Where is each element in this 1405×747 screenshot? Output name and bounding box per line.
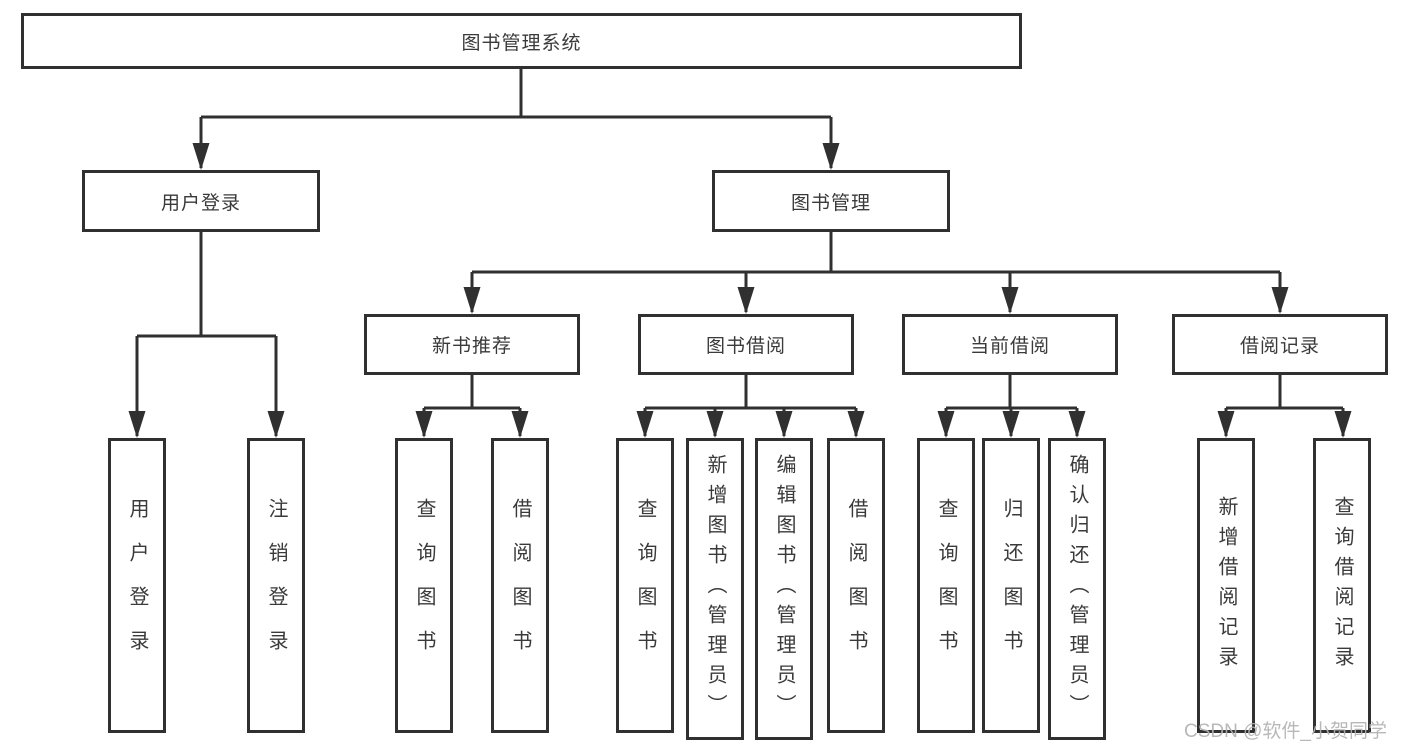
leaf-borrow-books-2: 借阅图书 <box>827 438 885 733</box>
node-label: 查询图书 <box>634 497 656 674</box>
node-label: 图书借阅 <box>705 336 786 357</box>
leaf-add-borrow-record: 新增借阅记录 <box>1197 438 1255 733</box>
leaf-query-books-1: 查询图书 <box>395 438 453 733</box>
leaf-query-books-3: 查询图书 <box>917 438 975 733</box>
node-label: 查询图书 <box>413 497 435 674</box>
leaf-edit-book-admin: 编辑图书（管理员） <box>755 438 813 740</box>
node-root-system: 图书管理系统 <box>21 13 1022 69</box>
leaf-query-books-2: 查询图书 <box>616 438 674 733</box>
leaf-borrow-books-1: 借阅图书 <box>491 438 549 733</box>
node-label: 图书管理系统 <box>461 32 582 54</box>
node-label: 用户登录 <box>126 497 148 674</box>
node-label: 查询图书 <box>935 497 957 674</box>
node-label: 归还图书 <box>1000 497 1022 674</box>
node-user-login: 用户登录 <box>82 170 320 232</box>
node-label: 借阅图书 <box>509 497 531 674</box>
node-label: 编辑图书（管理员） <box>773 454 795 724</box>
node-label: 新增借阅记录 <box>1215 495 1237 676</box>
node-label: 注销登录 <box>265 497 287 674</box>
node-book-management: 图书管理 <box>712 170 950 232</box>
node-label: 新增图书（管理员） <box>704 454 726 724</box>
node-label: 新书推荐 <box>431 336 512 357</box>
leaf-add-book-admin: 新增图书（管理员） <box>686 438 744 740</box>
leaf-query-borrow-record: 查询借阅记录 <box>1313 438 1371 733</box>
node-borrowing-records: 借阅记录 <box>1172 314 1388 375</box>
leaf-return-book: 归还图书 <box>982 438 1040 733</box>
tree-edges <box>135 69 1345 436</box>
node-current-borrowing: 当前借阅 <box>902 314 1118 375</box>
node-label: 查询借阅记录 <box>1331 495 1353 676</box>
node-book-borrowing: 图书借阅 <box>638 314 854 375</box>
node-label: 用户登录 <box>160 192 241 214</box>
node-label: 当前借阅 <box>969 336 1050 357</box>
leaf-confirm-return-admin: 确认归还（管理员） <box>1048 438 1106 740</box>
node-label: 图书管理 <box>790 192 871 214</box>
node-label: 确认归还（管理员） <box>1066 454 1088 724</box>
leaf-logout: 注销登录 <box>247 438 305 733</box>
leaf-user-login: 用户登录 <box>108 438 166 733</box>
node-new-book-recommend: 新书推荐 <box>364 314 580 375</box>
node-label: 借阅图书 <box>845 497 867 674</box>
node-label: 借阅记录 <box>1239 336 1320 357</box>
arrowheads <box>128 143 1352 438</box>
